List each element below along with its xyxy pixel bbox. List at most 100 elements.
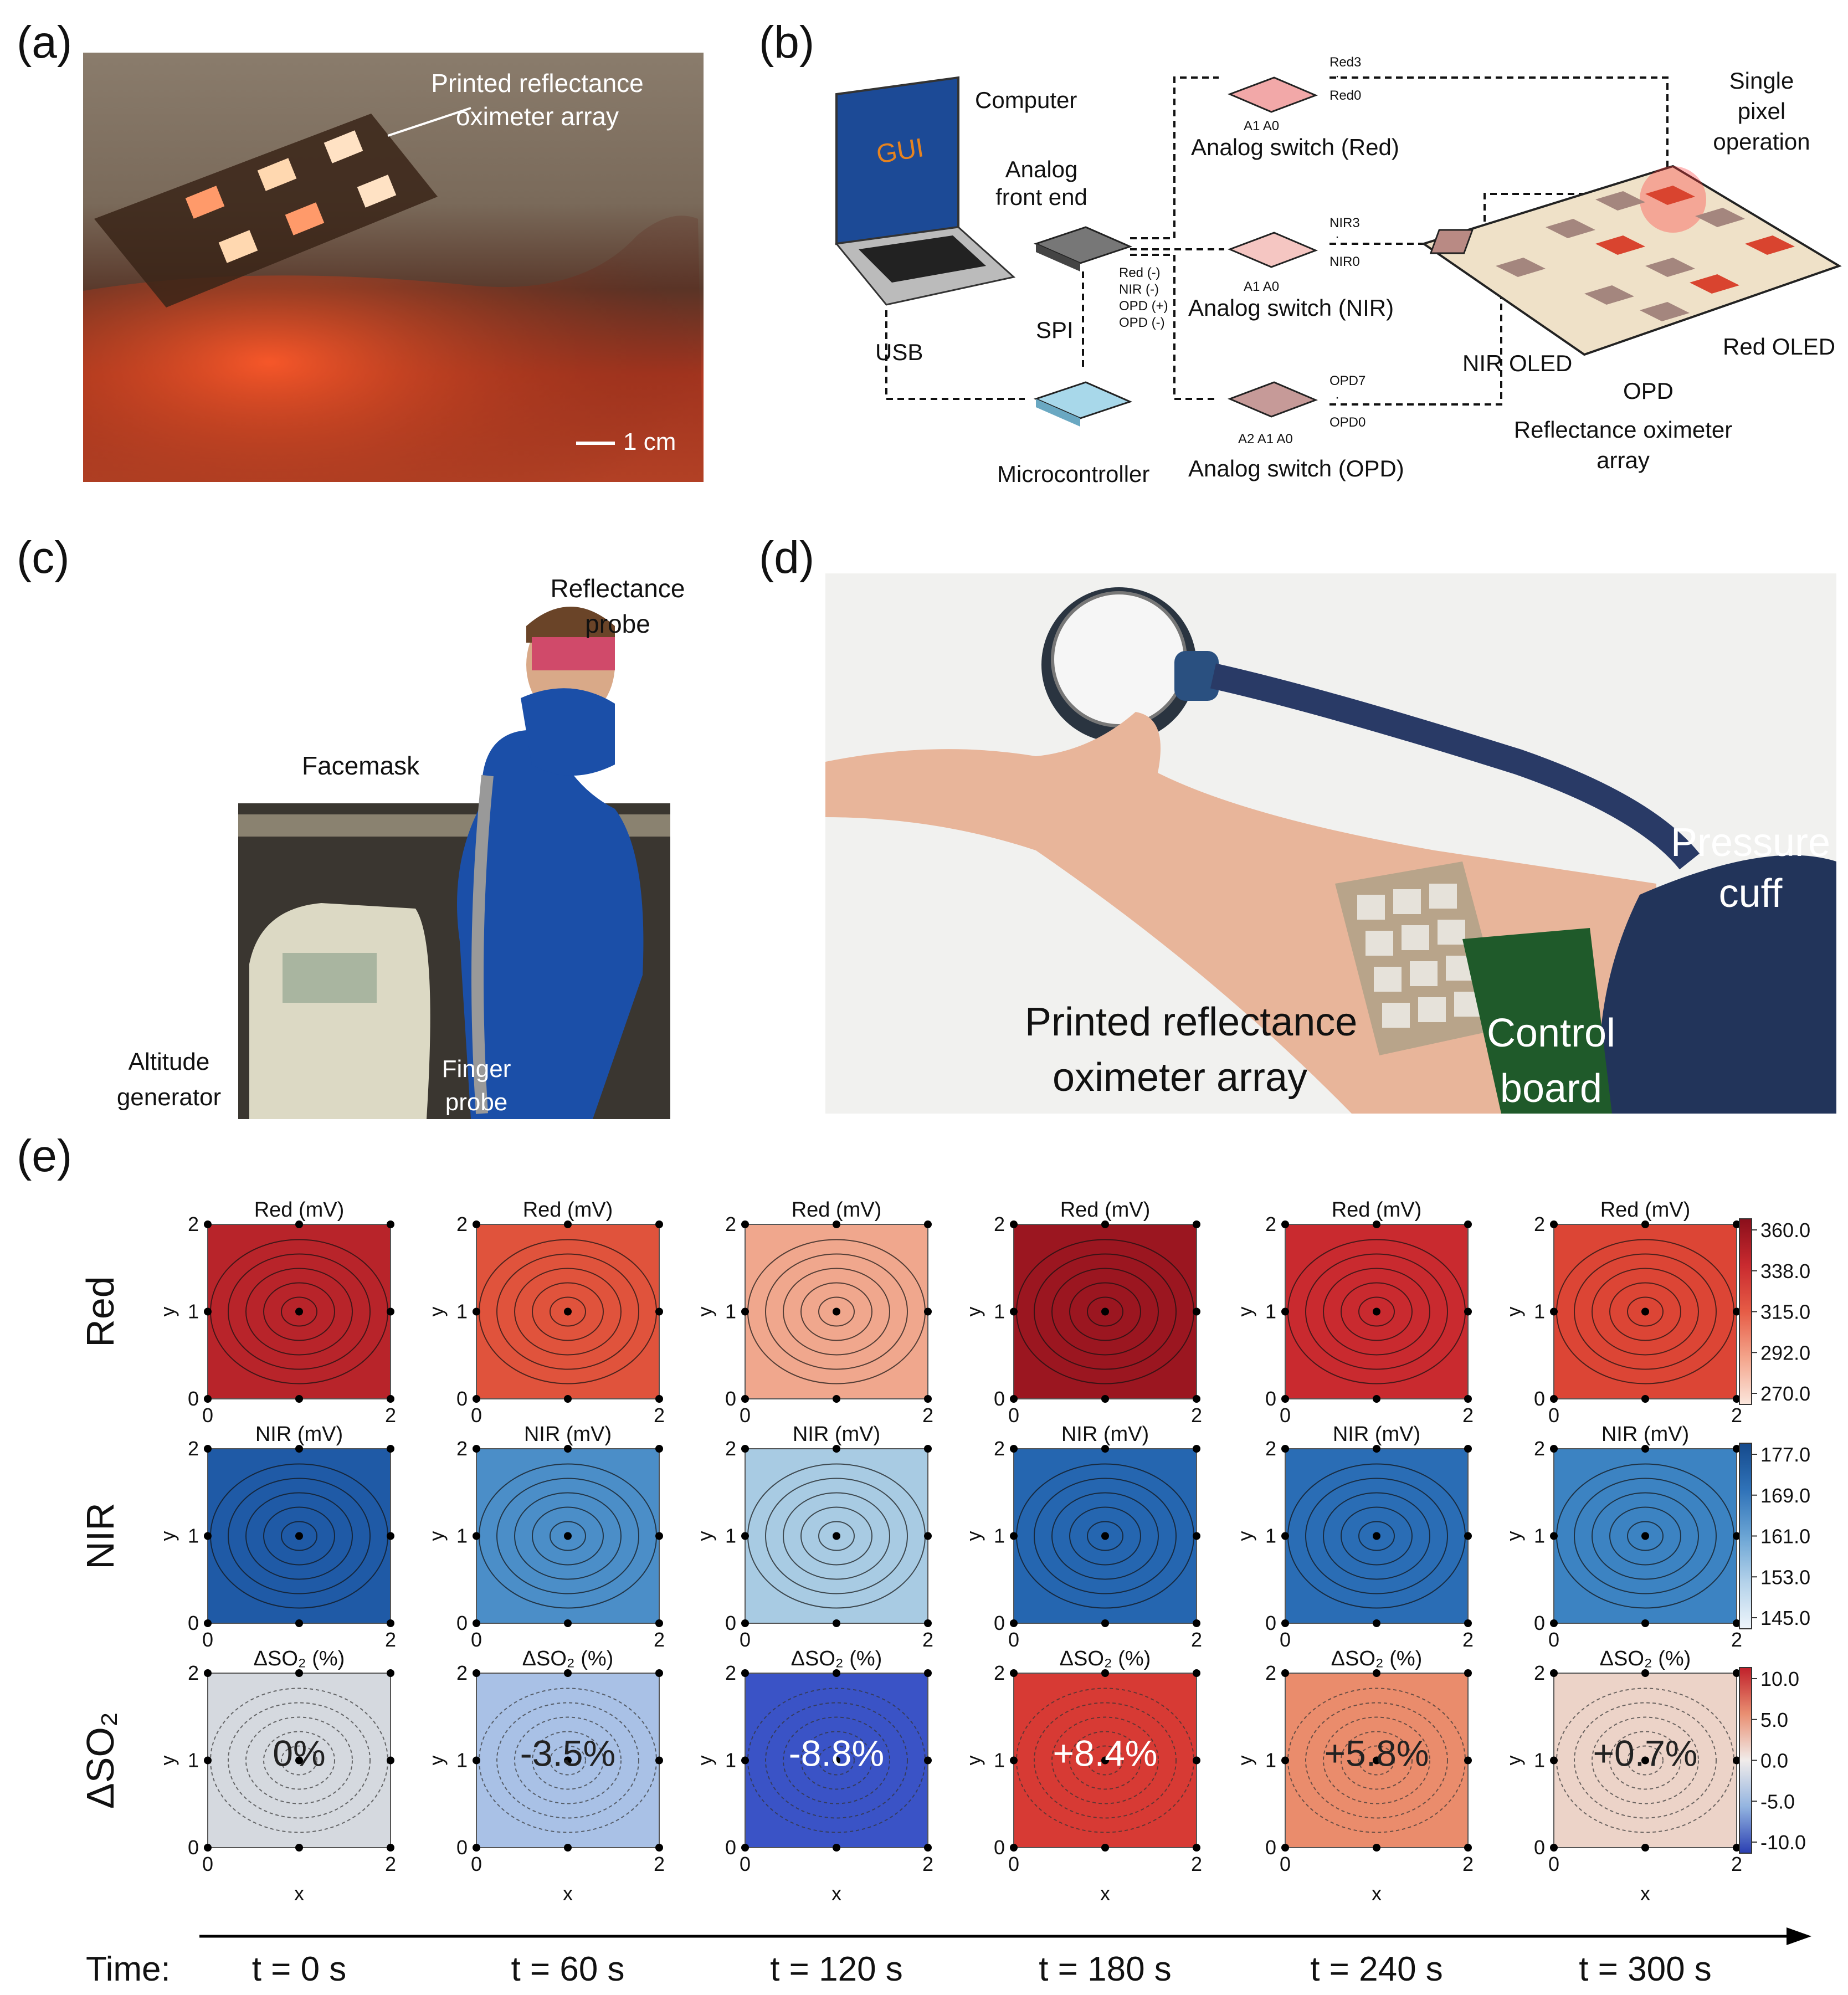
y-tick-label: 1	[188, 1749, 199, 1772]
facemask-label: Facemask	[302, 751, 420, 780]
opd-addr: A2 A1 A0	[1238, 432, 1293, 447]
y-tick-label: 0	[994, 1836, 1005, 1859]
sample-point	[1550, 1844, 1558, 1852]
sample-point	[833, 1220, 840, 1228]
sample-point	[655, 1532, 663, 1540]
sample-point	[1010, 1844, 1018, 1852]
x-tick-label: 2	[385, 1628, 396, 1651]
reflectance-array-board	[1421, 165, 1842, 356]
y-tick-label: 2	[456, 1213, 468, 1235]
sample-point	[1641, 1395, 1649, 1403]
sample-point	[655, 1395, 663, 1403]
y-tick-label: 0	[1534, 1612, 1545, 1634]
contour-line	[1305, 1702, 1448, 1819]
y-tick-label: 0	[1534, 1387, 1545, 1410]
sample-point	[473, 1619, 480, 1627]
sample-point	[1464, 1619, 1472, 1627]
sample-point	[387, 1532, 394, 1540]
y-tick-label: 2	[725, 1213, 736, 1235]
y-axis-label: y	[962, 1756, 985, 1766]
y-axis-label: y	[1502, 1307, 1525, 1317]
contour-line	[1574, 1253, 1717, 1370]
y-tick-label: 2	[1265, 1213, 1276, 1235]
cell-title: Red (mV)	[1060, 1198, 1151, 1222]
sample-point	[473, 1756, 480, 1765]
contour-line	[263, 1506, 335, 1566]
sample-point	[1193, 1395, 1200, 1403]
y-tick-label: 2	[725, 1437, 736, 1460]
time-tick-label: t = 240 s	[1310, 1950, 1443, 1988]
x-tick-label: 2	[654, 1404, 665, 1427]
opd-switch-chip	[1227, 381, 1318, 418]
sample-point	[1641, 1445, 1649, 1453]
y-tick-label: 2	[456, 1437, 468, 1460]
y-tick-label: 2	[1534, 1437, 1545, 1460]
y-tick-label: 0	[1265, 1387, 1276, 1410]
y-axis-label: y	[962, 1531, 985, 1541]
y-axis-label: y	[694, 1531, 716, 1541]
panel-d-photo: Pressure cuff Printed reflectance oximet…	[825, 573, 1836, 1114]
contour-line	[1609, 1731, 1681, 1790]
nir-pin-dot: ·	[1335, 229, 1339, 244]
time-tick-label: t = 60 s	[511, 1950, 624, 1988]
sample-point	[1193, 1220, 1200, 1228]
panel-a-photo: Printed reflectance oximeter array 1 cm	[83, 53, 704, 482]
sample-point	[1281, 1844, 1289, 1852]
x-tick-label: 0	[1280, 1853, 1291, 1875]
y-tick-label: 0	[456, 1387, 468, 1410]
contour-line	[1034, 1478, 1177, 1594]
y-axis-label: y	[156, 1307, 179, 1317]
cell-title: ΔSO₂ (%)	[254, 1647, 345, 1670]
sample-point	[1010, 1445, 1018, 1453]
sample-point	[1281, 1669, 1289, 1677]
y-tick-label: 1	[994, 1749, 1005, 1772]
sample-point	[204, 1844, 212, 1852]
y-axis-label: y	[1234, 1756, 1256, 1766]
red-addr: A1 A0	[1244, 119, 1279, 134]
afe-pin-nir: NIR (-)	[1119, 282, 1159, 297]
sample-point	[1733, 1532, 1741, 1540]
colorbar-tick-label: 177.0	[1760, 1443, 1810, 1466]
opd-pin-dot: ·	[1335, 390, 1339, 405]
y-tick-label: 0	[456, 1836, 468, 1859]
sample-point	[1193, 1532, 1200, 1540]
x-tick-label: 0	[740, 1853, 751, 1875]
x-tick-label: 2	[922, 1853, 933, 1875]
sample-point	[1550, 1669, 1558, 1677]
contour-line	[228, 1478, 371, 1594]
contour-line	[532, 1731, 604, 1790]
microcontroller-label: Microcontroller	[997, 461, 1149, 487]
y-tick-label: 0	[725, 1612, 736, 1634]
afe-label-1: Analog	[1005, 156, 1078, 182]
x-tick-label: 2	[922, 1404, 933, 1427]
nir-addr: A1 A0	[1244, 279, 1279, 294]
x-tick-label: 0	[471, 1628, 482, 1651]
finger-probe-label: Finger probe	[427, 1053, 526, 1119]
sample-point	[473, 1844, 480, 1852]
y-tick-label: 0	[188, 1836, 199, 1859]
y-axis-label: y	[694, 1756, 716, 1766]
sample-point	[564, 1395, 572, 1403]
cell-title: Red (mV)	[1600, 1198, 1691, 1222]
y-tick-label: 2	[994, 1661, 1005, 1684]
contour-line	[818, 1745, 855, 1776]
sample-point	[1281, 1307, 1289, 1316]
y-tick-label: 2	[188, 1661, 199, 1684]
so2-annotation: -3.5%	[520, 1733, 615, 1774]
sample-point	[1464, 1445, 1472, 1453]
control-board-label: Control board	[1479, 1006, 1623, 1114]
contour-line	[550, 1296, 586, 1327]
sample-point	[924, 1619, 932, 1627]
so2-annotation: +8.4%	[1053, 1733, 1158, 1774]
y-tick-label: 0	[1265, 1836, 1276, 1859]
sample-point	[1281, 1220, 1289, 1228]
sample-point	[1550, 1395, 1558, 1403]
panel-c-illustration	[238, 607, 670, 1119]
cell-title: NIR (mV)	[1061, 1423, 1149, 1446]
sample-point	[1010, 1669, 1018, 1677]
x-tick-label: 0	[1008, 1404, 1019, 1427]
x-tick-label: 2	[1191, 1404, 1202, 1427]
y-tick-label: 2	[725, 1661, 736, 1684]
colorbar-so2	[1739, 1667, 1752, 1854]
sample-point	[1010, 1619, 1018, 1627]
